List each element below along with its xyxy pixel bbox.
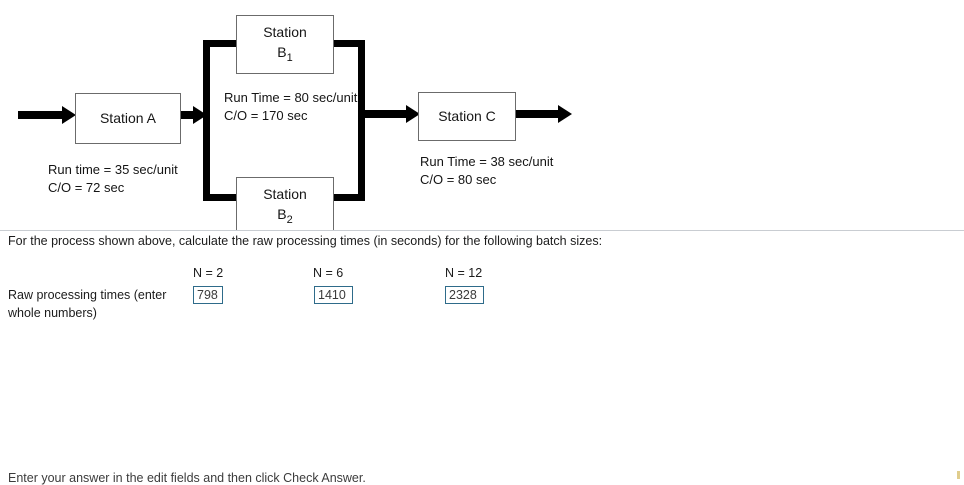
station-a-label: Station A <box>99 110 157 127</box>
bracket-left-top-stub <box>203 40 245 47</box>
station-a-run-time: Run time = 35 sec/unit <box>48 162 178 177</box>
station-a-annotation: Run time = 35 sec/unit C/O = 72 sec <box>48 161 178 198</box>
column-header-n2: N = 2 <box>193 266 224 280</box>
station-b1-label-letter: B1 <box>277 44 293 65</box>
station-c-changeover: C/O = 80 sec <box>420 172 497 188</box>
station-b2-label-letter: B2 <box>277 206 293 227</box>
process-flow-diagram: Station A Station B1 Station B2 Station … <box>0 0 964 231</box>
answer-row-label: Raw processing times (enter whole number… <box>8 288 167 320</box>
station-c-label: Station C <box>438 108 496 125</box>
column-header-n6: N = 6 <box>313 266 344 280</box>
scroll-artifact <box>957 471 960 479</box>
station-b1-label-word: Station <box>263 23 307 40</box>
station-b1-box: Station B1 <box>236 15 334 74</box>
bracket-left-bottom-stub <box>203 194 245 201</box>
footer-instruction: Enter your answer in the edit fields and… <box>8 471 366 485</box>
station-b2-box: Station B2 <box>236 177 334 231</box>
answer-input-n6[interactable] <box>314 286 353 304</box>
station-b-annotation: Run Time = 80 sec/unit C/O = 170 sec <box>224 89 357 126</box>
station-c-run-time: Run Time = 38 sec/unit <box>420 154 554 169</box>
station-b1-subscript: 1 <box>286 52 293 65</box>
answer-input-n2[interactable] <box>193 286 223 304</box>
station-c-annotation: Run Time = 38 sec/unit C/O = 80 sec <box>420 153 553 190</box>
station-b-changeover: C/O = 170 sec <box>224 108 308 124</box>
station-b-run-time: Run Time = 80 sec/unit <box>224 90 358 105</box>
station-a-box: Station A <box>75 93 181 144</box>
section-divider <box>0 230 964 231</box>
bracket-right-bottom-stub <box>326 194 365 201</box>
bracket-right-top-stub <box>326 40 365 47</box>
answer-input-n12[interactable] <box>445 286 484 304</box>
bracket-right-vertical <box>358 40 365 201</box>
question-prompt: For the process shown above, calculate t… <box>8 234 603 248</box>
station-c-box: Station C <box>418 92 516 141</box>
station-a-changeover: C/O = 72 sec <box>48 180 125 196</box>
station-b2-label-word: Station <box>263 185 307 202</box>
station-b2-subscript: 2 <box>286 214 293 227</box>
column-header-n12: N = 12 <box>445 266 483 280</box>
